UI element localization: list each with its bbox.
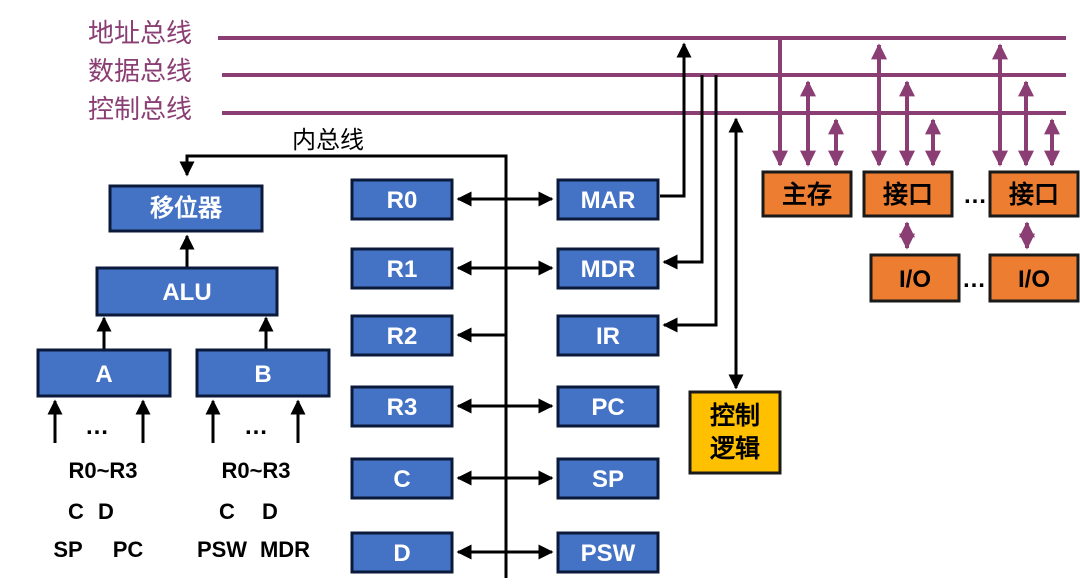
io-2-block <box>988 253 1080 303</box>
shifter-block <box>108 184 264 233</box>
interface-2-label: 接口 <box>1009 180 1059 209</box>
io-1-label: I/O <box>899 266 931 293</box>
register-d-label: D <box>393 540 410 567</box>
b-source-c: C <box>219 499 235 524</box>
alu-label: ALU <box>162 279 211 306</box>
control-logic-label-line1: 控制 <box>710 401 760 430</box>
register-mar-block <box>556 178 660 221</box>
b-source-psw: PSW <box>197 537 247 562</box>
register-r2-label: R2 <box>387 323 418 350</box>
register-r3-label: R3 <box>387 394 418 421</box>
a-source-c: C <box>68 499 84 524</box>
interface-1-label: 接口 <box>883 180 933 209</box>
alu-block <box>95 266 279 317</box>
register-mar-label: MAR <box>581 187 636 214</box>
b-source-line1: R0~R3 <box>221 458 290 483</box>
data-bus-mdr-link <box>662 75 704 270</box>
register-r2-block <box>350 314 454 357</box>
register-a-label: A <box>95 361 112 388</box>
register-a-block <box>36 348 172 398</box>
mar-to-address-bus <box>660 42 692 198</box>
register-ir-block <box>556 314 660 357</box>
a-input-dots: … <box>85 413 109 440</box>
register-r0-block <box>350 178 454 221</box>
main-memory-block <box>761 170 853 218</box>
a-source-pc: PC <box>113 537 144 562</box>
register-psw-block <box>556 531 660 574</box>
b-input-dots: … <box>244 413 268 440</box>
control-logic-label-line2: 逻辑 <box>710 434 760 463</box>
a-source-sp: SP <box>53 537 82 562</box>
memory-bus-connectors <box>772 38 1060 250</box>
register-b-label: B <box>254 361 271 388</box>
control-logic-block <box>688 390 782 475</box>
register-d-block <box>350 531 454 574</box>
register-pc-block <box>556 385 660 428</box>
a-source-d: D <box>98 499 114 524</box>
register-r1-label: R1 <box>387 256 418 283</box>
data-bus-label: 数据总线 <box>88 57 192 87</box>
register-b-block <box>195 348 331 398</box>
io-dots: … <box>962 266 986 293</box>
interface-1-block <box>862 170 954 218</box>
b-source-mdr: MDR <box>260 537 310 562</box>
register-r3-block <box>350 385 454 428</box>
internal-bus-line <box>179 154 508 578</box>
register-pc-label: PC <box>591 394 624 421</box>
io-2-label: I/O <box>1018 266 1050 293</box>
address-bus-label: 地址总线 <box>88 19 192 49</box>
b-source-d: D <box>262 499 278 524</box>
register-r1-block <box>350 247 454 290</box>
interface-dots: … <box>963 182 987 209</box>
register-c-label: C <box>393 466 410 493</box>
io-1-block <box>869 253 961 303</box>
interface-2-block <box>988 170 1080 218</box>
register-c-block <box>350 457 454 500</box>
register-mdr-label: MDR <box>581 256 636 283</box>
register-sp-label: SP <box>592 466 624 493</box>
register-ir-label: IR <box>596 323 620 350</box>
data-bus-to-ir <box>662 75 718 333</box>
register-r0-label: R0 <box>387 187 418 214</box>
control-bus-label: 控制总线 <box>88 95 192 125</box>
register-sp-block <box>556 457 660 500</box>
a-source-line1: R0~R3 <box>68 458 137 483</box>
register-mdr-block <box>556 247 660 290</box>
shifter-label: 移位器 <box>150 194 223 222</box>
main-memory-label: 主存 <box>782 180 832 209</box>
register-psw-label: PSW <box>581 540 636 567</box>
internal-bus-label: 内总线 <box>292 126 364 154</box>
